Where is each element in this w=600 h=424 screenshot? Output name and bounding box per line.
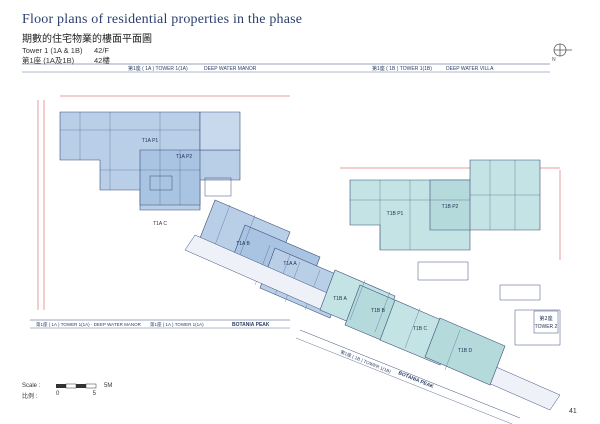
unit-t1b-p1: T1B P1	[387, 211, 404, 217]
floor-cn: 42樓	[94, 56, 110, 65]
band-top-left: 第1座 ( 1A ) TOWER 1(1A)	[128, 65, 188, 72]
unit-t1a-p2: T1A P2	[176, 154, 193, 160]
scale-zero: 0	[56, 391, 60, 397]
north-arrow-icon: N	[552, 43, 572, 62]
scale-bar-icon	[56, 383, 97, 389]
band-top-right-name: DEEP WATER VILLA	[446, 66, 494, 72]
tower-name-cn: 第1座 (1A及1B)	[22, 56, 75, 65]
scale-label-cn: 比例 :	[22, 394, 38, 400]
tower-info: Tower 1 (1A & 1B) 42/F 第1座 (1A及1B) 42樓	[22, 46, 110, 66]
tower-2-en: TOWER 2	[535, 324, 558, 330]
tower-2-box	[533, 310, 559, 334]
band-top-left-name: DEEP WATER MANOR	[204, 66, 257, 72]
unit-t1b-b: T1B B	[371, 308, 386, 314]
svg-text:N: N	[552, 57, 556, 62]
unit-t1a-c: T1A C	[153, 221, 167, 227]
unit-t1a-b: T1A B	[236, 241, 250, 247]
band-bottom-left: 第1座 ( 1A ) TOWER 1(1A) · DEEP WATER MANO…	[36, 321, 142, 328]
band-bottom-right: 第1座 ( 1B ) TOWER 1(1B)	[339, 348, 392, 375]
scale-label-en: Scale :	[22, 383, 41, 389]
unit-t1b-p2: T1B P2	[442, 204, 459, 210]
unit-t1b-c: T1B C	[413, 326, 428, 332]
floor-en: 42/F	[94, 46, 110, 55]
scale-unit: 5M	[104, 383, 113, 389]
unit-t1a-p1: T1A P1	[142, 138, 159, 144]
unit-t1b-d: T1B D	[458, 348, 473, 354]
unit-t1a-a: T1A A	[283, 261, 297, 267]
band-top-right: 第1座 ( 1B ) TOWER 1(1B)	[372, 65, 432, 72]
tower-name-en: Tower 1 (1A & 1B)	[22, 46, 83, 55]
unit-t1b-a: T1B A	[333, 296, 347, 302]
scale-five: 5	[92, 391, 96, 397]
page-title-cn: 期數的住宅物業的樓面平面圖	[22, 34, 152, 45]
band-bottom-mid-name: BOTANIA PEAK	[232, 322, 270, 328]
scale-legend: Scale : 5M 比例 : 0 5	[22, 382, 112, 400]
page-number: 41	[569, 408, 577, 415]
band-bottom-right-name: BOTANIA PEAK	[397, 370, 434, 390]
band-bottom-mid: 第1座 ( 1A ) TOWER 1(1A)	[150, 321, 204, 328]
tower-2-cn: 第2座	[539, 315, 552, 322]
page-title-en: Floor plans of residential properties in…	[22, 12, 303, 27]
